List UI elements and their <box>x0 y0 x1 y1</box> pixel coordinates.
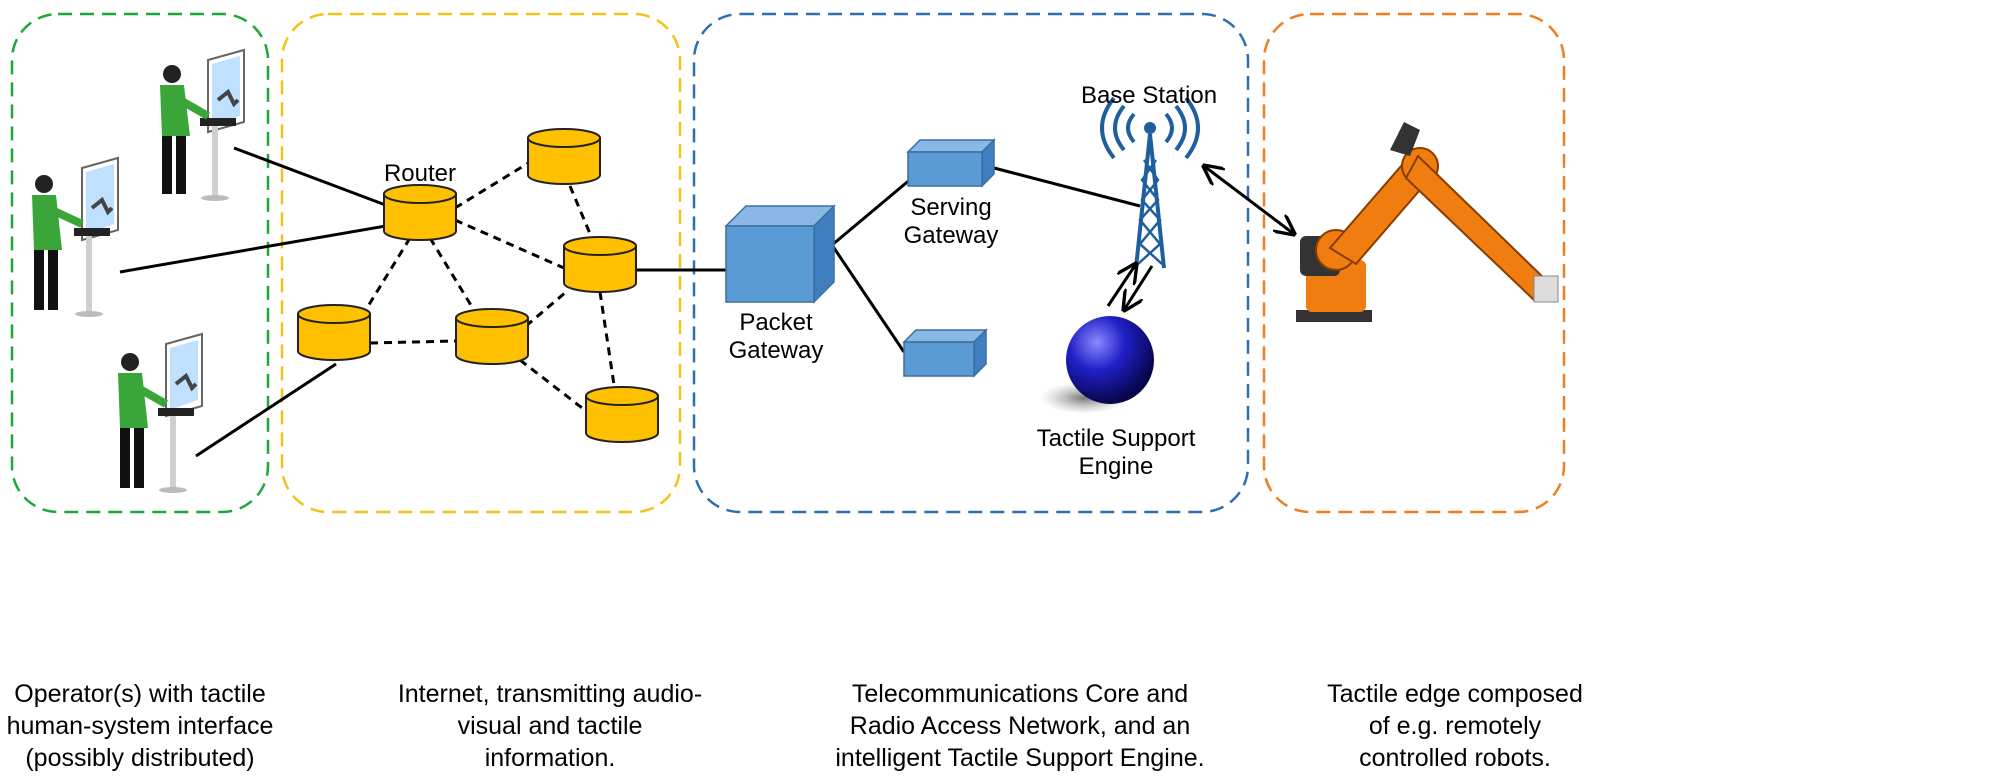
link-router-a-c <box>454 218 565 270</box>
engine-downlink-arrow <box>1124 265 1154 310</box>
internet-zone-caption: Internet, transmitting audio- visual and… <box>397 680 703 772</box>
link-operator3-router <box>195 362 337 458</box>
engine-uplink-arrow <box>1106 264 1136 307</box>
robot-arm-icon <box>1296 122 1559 322</box>
router-node-top <box>527 128 601 185</box>
serving-gateway-box <box>906 138 996 188</box>
packet-gateway-box <box>724 204 836 304</box>
link-serving-gateway-base-station <box>993 166 1141 208</box>
router-label: Router <box>384 160 456 187</box>
base-station-icon <box>1100 96 1200 269</box>
wireless-link-arrow <box>1204 166 1294 234</box>
internet-zone-box <box>280 12 682 514</box>
edge-zone-caption: Tactile edge composed of e.g. remotely c… <box>1327 680 1583 772</box>
telecom-zone-caption: Telecommunications Core and Radio Access… <box>835 680 1205 772</box>
operator-zone-box <box>10 12 270 514</box>
tactile-engine-label-line-2: Engine <box>1079 453 1154 480</box>
operator-zone-caption: Operator(s) with tactile human-system in… <box>6 680 274 772</box>
base-station-label: Base Station <box>1081 82 1217 109</box>
router-node-center <box>455 308 529 365</box>
link-router-e-f <box>519 358 591 416</box>
packet-gateway-label-line-2: Gateway <box>729 337 824 364</box>
tactile-support-engine-icon <box>1040 316 1154 414</box>
tactile-engine-label-line-1: Tactile Support <box>1037 425 1196 452</box>
operator-figure-3 <box>118 332 204 493</box>
telecom-zone-box <box>692 12 1250 514</box>
serving-gateway-label-line-2: Gateway <box>904 222 999 249</box>
link-router-d-e <box>369 339 457 345</box>
serving-gateway-label-line-1: Serving <box>910 194 991 221</box>
operator-figure-1 <box>160 48 246 201</box>
link-packet-serving-gateway <box>831 176 913 247</box>
link-router-c-f <box>598 291 618 399</box>
router-node-right <box>563 236 637 293</box>
link-router-a-e <box>428 237 482 321</box>
edge-zone-box <box>1262 12 1566 514</box>
router-node-main <box>383 184 457 241</box>
link-router-a-b <box>454 160 531 210</box>
operator-figure-2 <box>32 156 120 317</box>
link-packet-lower-gateway <box>830 244 906 353</box>
link-router-e-c <box>525 290 567 328</box>
router-node-bottom <box>585 386 659 443</box>
link-router-a-d <box>360 237 412 317</box>
link-operator2-router <box>119 218 421 274</box>
lower-gateway-box <box>902 328 988 378</box>
router-node-left <box>297 304 371 361</box>
packet-gateway-label-line-1: Packet <box>739 309 813 336</box>
